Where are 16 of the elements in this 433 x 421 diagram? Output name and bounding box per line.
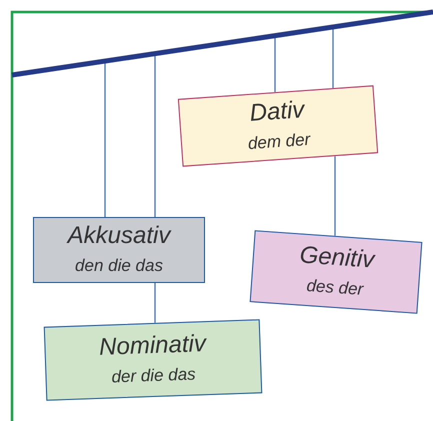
case-name: Akkusativ [68, 222, 170, 250]
hanging-sign [33, 217, 205, 283]
article-list: des der [306, 274, 364, 302]
article-list: der die das [111, 362, 196, 390]
hanging-string [154, 283, 156, 323]
article-list: den die das [75, 254, 163, 278]
hanging-string [154, 56, 156, 217]
hanging-string [104, 63, 106, 217]
article-list: dem der [247, 128, 312, 156]
case-name: Dativ [248, 96, 306, 128]
hanging-string [332, 28, 334, 88]
case-name: Nominativ [98, 330, 206, 362]
hanging-rail [12, 10, 433, 78]
case-name: Genitiv [298, 241, 376, 275]
hanging-string [334, 156, 336, 236]
hanging-string [274, 38, 276, 92]
